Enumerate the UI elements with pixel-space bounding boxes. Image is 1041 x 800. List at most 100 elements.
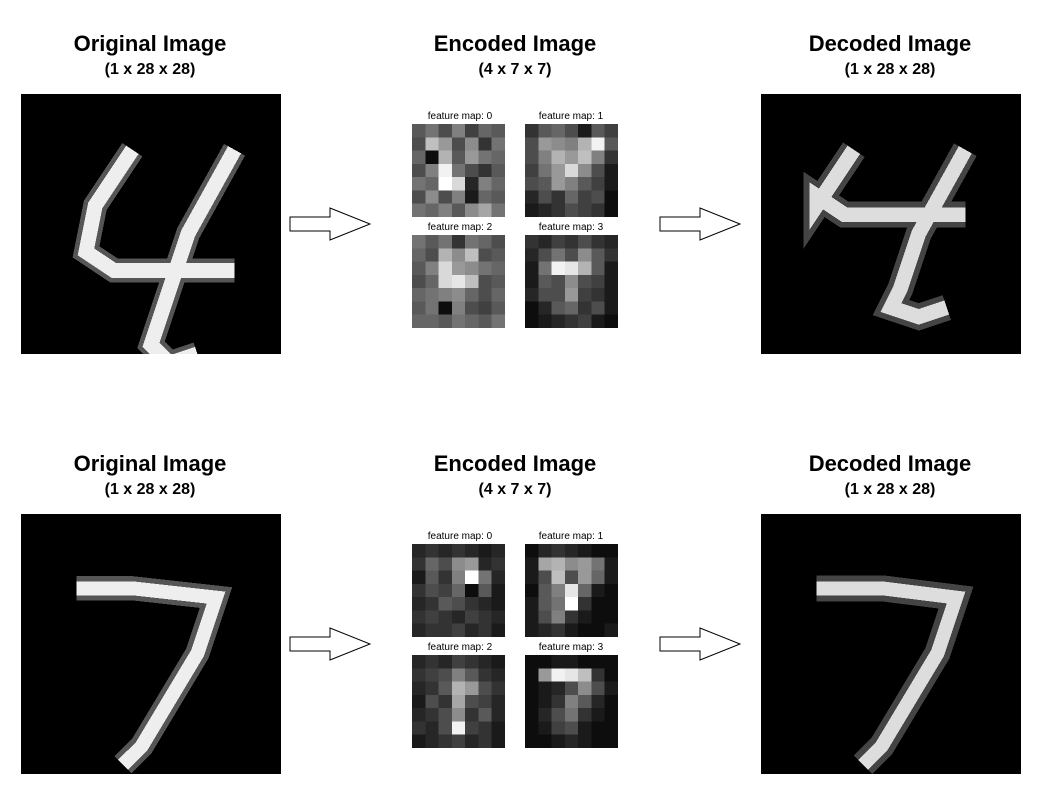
feature-map-pixel: [578, 623, 592, 637]
feature-map-pixel: [564, 314, 579, 328]
feature-map-pixel: [451, 681, 466, 695]
feature-map-pixel: [551, 261, 565, 275]
feature-map-pixel: [525, 623, 539, 637]
feature-map-pixel: [604, 557, 618, 571]
feature-map-pixel: [551, 544, 565, 558]
feature-map-pixel: [604, 203, 618, 217]
feature-map-pixel: [412, 570, 426, 584]
feature-map-pixel: [525, 248, 539, 262]
feature-map-pixel: [538, 623, 552, 637]
feature-map-pixel: [478, 570, 492, 584]
feature-map-pixel: [578, 288, 592, 302]
feature-map-pixel: [551, 163, 565, 178]
feature-map-pixel: [451, 570, 466, 584]
feature-map-pixel: [538, 681, 552, 695]
feature-map-pixel: [564, 583, 579, 598]
feature-map-pixel: [564, 274, 579, 289]
feature-map-pixel: [578, 570, 592, 584]
feature-map-pixel: [465, 235, 479, 249]
feature-map-pixel: [578, 203, 592, 217]
feature-map-pixel: [591, 314, 605, 328]
feature-map-pixel: [465, 177, 479, 191]
feature-map-pixel: [591, 655, 605, 669]
feature-map-pixel: [551, 124, 565, 138]
feature-map-pixel: [451, 623, 466, 637]
feature-map-pixel: [412, 655, 426, 669]
feature-map-pixel: [478, 177, 492, 191]
feature-map-pixel: [425, 177, 439, 191]
feature-map-pixel: [465, 190, 479, 204]
original-shape: (1 x 28 x 28): [104, 481, 196, 498]
feature-map-pixel: [591, 610, 605, 624]
feature-map-pixel: [465, 124, 479, 138]
feature-map-pixel: [538, 274, 552, 289]
feature-map-pixel: [478, 544, 492, 558]
feature-map-pixel: [491, 261, 505, 275]
feature-map-pixel: [604, 655, 618, 669]
feature-map-pixel: [465, 668, 479, 682]
feature-map-pixel: [451, 583, 466, 598]
feature-map-pixel: [578, 163, 592, 178]
feature-map-pixel: [438, 248, 452, 262]
feature-map-pixel: [551, 597, 565, 611]
feature-map-pixel: [425, 235, 439, 249]
feature-map-pixel: [578, 668, 592, 682]
feature-map-pixel: [538, 557, 552, 571]
feature-map-pixel: [538, 150, 552, 164]
encoded-shape: (4 x 7 x 7): [478, 61, 552, 78]
feature-map-pixel: [604, 708, 618, 722]
feature-map-pixel: [591, 163, 605, 178]
feature-map-pixel: [412, 314, 426, 328]
feature-map-pixel: [538, 570, 552, 584]
feature-map-pixel: [578, 124, 592, 138]
feature-map-pixel: [591, 583, 605, 598]
feature-map-pixel: [538, 235, 552, 249]
feature-map-pixel: [538, 583, 552, 598]
feature-map-pixel: [438, 301, 452, 315]
feature-map-pixel: [425, 655, 439, 669]
feature-map-pixel: [551, 301, 565, 315]
feature-map-pixel: [438, 150, 452, 164]
feature-map-pixel: [591, 557, 605, 571]
feature-map-pixel: [525, 668, 539, 682]
feature-map-pixel: [438, 124, 452, 138]
feature-map-pixel: [538, 301, 552, 315]
feature-map-pixel: [478, 610, 492, 624]
feature-map-pixel: [551, 177, 565, 191]
feature-map-pixel: [591, 235, 605, 249]
feature-map-pixel: [551, 681, 565, 695]
feature-map-pixel: [465, 314, 479, 328]
feature-map-pixel: [412, 177, 426, 191]
feature-map-pixel: [425, 668, 439, 682]
feature-map-pixel: [578, 150, 592, 164]
feature-map-pixel: [478, 190, 492, 204]
feature-map-pixel: [465, 301, 479, 315]
feature-map-pixel: [438, 734, 452, 748]
feature-map-pixel: [465, 544, 479, 558]
feature-map-pixel: [412, 623, 426, 637]
feature-map-pixel: [604, 235, 618, 249]
feature-map-pixel: [525, 177, 539, 191]
feature-map-label: feature map: 2: [427, 222, 493, 233]
feature-map-pixel: [491, 681, 505, 695]
feature-map-pixel: [525, 597, 539, 611]
feature-map-pixel: [478, 301, 492, 315]
feature-map-pixel: [591, 694, 605, 709]
feature-map-pixel: [425, 694, 439, 709]
feature-map-pixel: [604, 668, 618, 682]
feature-map-pixel: [538, 668, 552, 682]
feature-map-pixel: [425, 597, 439, 611]
feature-map-pixel: [491, 177, 505, 191]
feature-map-pixel: [525, 557, 539, 571]
feature-map-pixel: [465, 623, 479, 637]
feature-map-pixel: [564, 177, 579, 191]
feature-map-pixel: [525, 190, 539, 204]
feature-map-pixel: [425, 203, 439, 217]
arrow-right-icon: [659, 627, 741, 661]
feature-map-pixel: [538, 288, 552, 302]
feature-map-pixel: [412, 694, 426, 709]
decoded-shape: (1 x 28 x 28): [844, 61, 936, 78]
feature-map-pixel: [425, 314, 439, 328]
feature-map-pixel: [604, 570, 618, 584]
feature-map-pixel: [578, 544, 592, 558]
